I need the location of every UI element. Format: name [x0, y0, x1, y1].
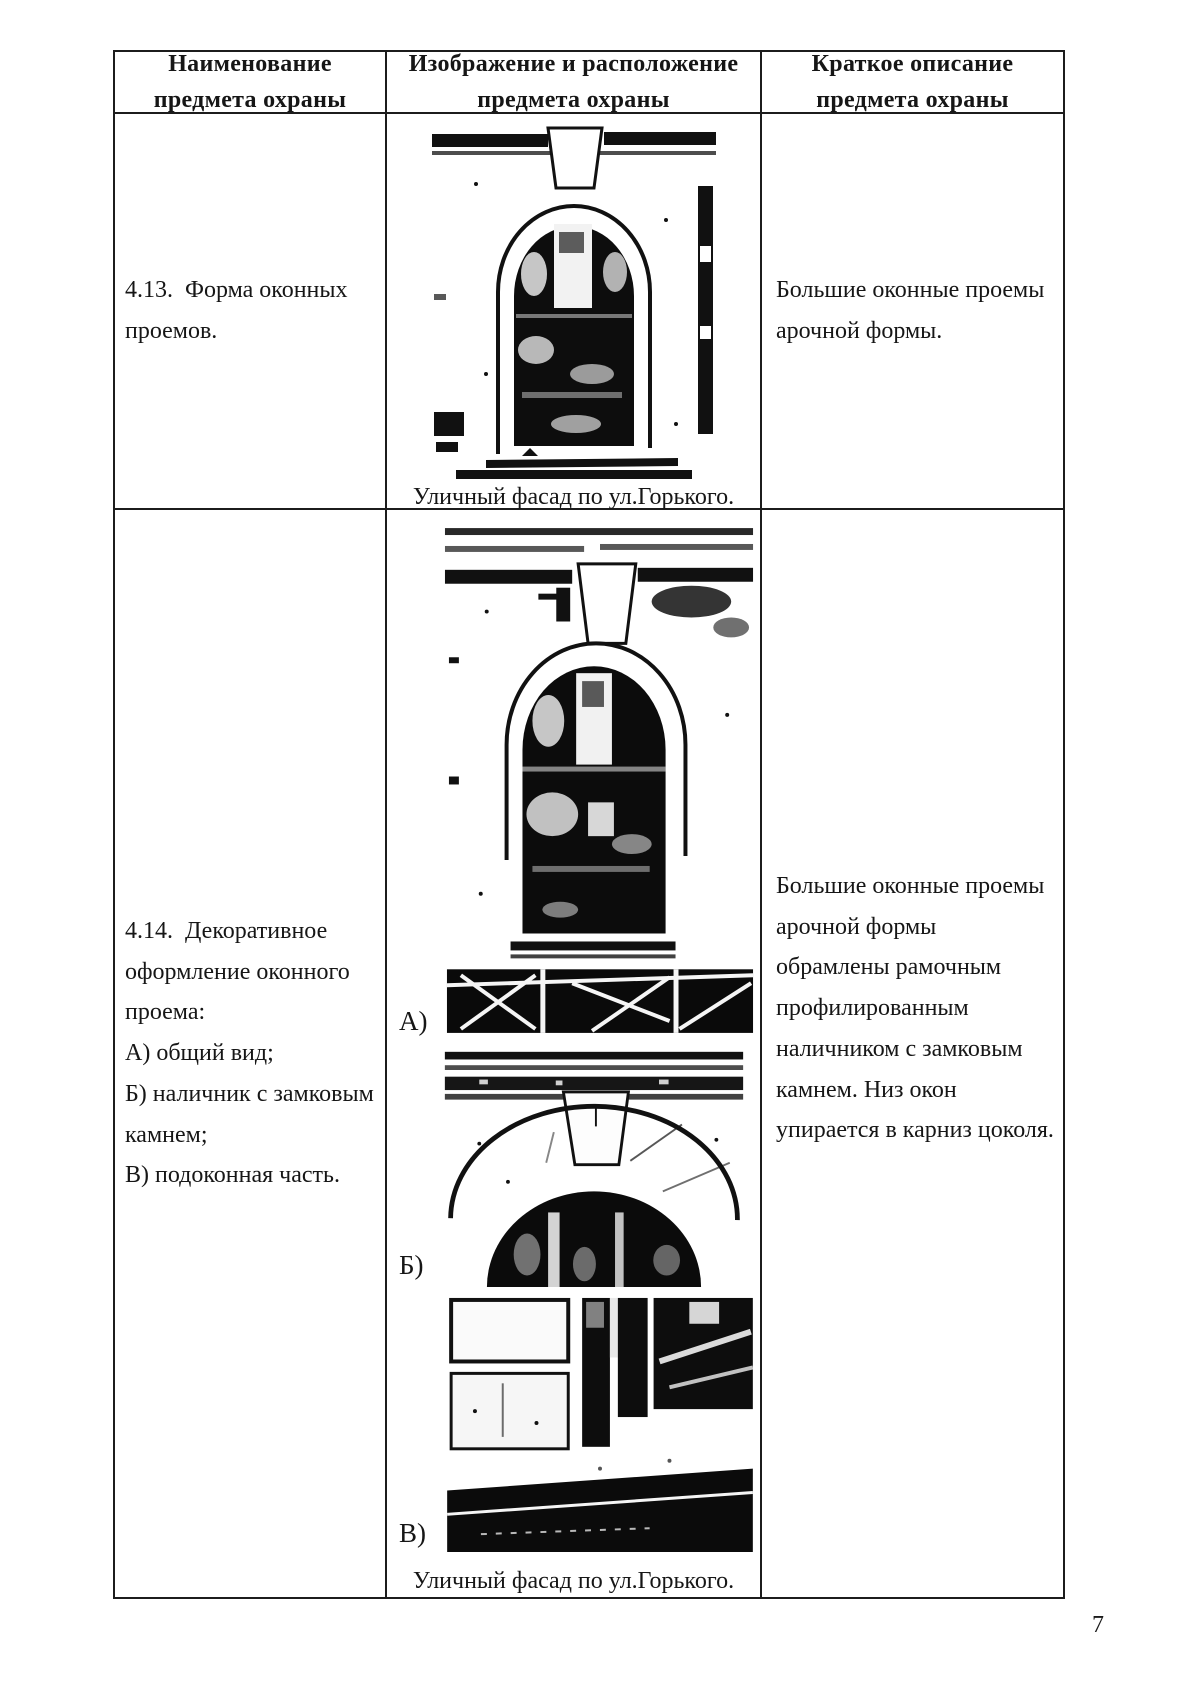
item-413-name-cell: 4.13. Форма оконных проемов. [115, 114, 387, 510]
figure-a-row: А) [387, 516, 760, 1043]
protection-items-table: Наименование предмета охраны Изображение… [113, 50, 1065, 1599]
keystone-architrave-photo [441, 1048, 747, 1287]
item-414-subitem-b: Б) наличник с замковым камнем; [125, 1080, 380, 1148]
item-414-name-cell: 4.14. Декоративное оформление оконного п… [115, 510, 387, 1599]
header-line: Краткое описание [811, 51, 1014, 77]
photo-caption: Уличный фасад по ул.Горького. [412, 1568, 735, 1594]
item-413-description-cell: Большие оконные проемы арочной формы. [762, 114, 1065, 510]
item-414-image-cell: А) [387, 510, 762, 1599]
col-header-image: Изображение и расположение предмета охра… [387, 51, 762, 114]
header-line: предмета охраны [816, 87, 1009, 113]
figure-v-row: В) [387, 1292, 760, 1555]
item-414-description-cell: Большие оконные проемы арочной формы обр… [762, 510, 1065, 1599]
window-general-view-photo [441, 516, 759, 1043]
figure-a-label: А) [399, 1006, 428, 1036]
item-414-subitem-v: В) подоконная часть. [125, 1162, 340, 1189]
page-number: 7 [1092, 1612, 1104, 1638]
arched-window-photo [425, 124, 722, 484]
item-414-title: 4.14. Декоративное оформление оконного п… [125, 917, 356, 1026]
item-413-description: Большие оконные проемы арочной формы. [776, 277, 1045, 344]
figure-v-label: В) [399, 1518, 426, 1548]
figure-b-row: Б) [387, 1048, 760, 1287]
col-header-description: Краткое описание предмета охраны [762, 51, 1065, 114]
header-line: Изображение и расположение [408, 51, 739, 77]
photo-caption: Уличный фасад по ул.Горького. [412, 484, 735, 510]
header-line: предмета охраны [477, 87, 670, 113]
col-header-name: Наименование предмета охраны [115, 51, 387, 114]
item-414-subitem-a: А) общий вид; [125, 1040, 274, 1067]
header-line: Наименование [168, 51, 332, 77]
figure-b-label: Б) [399, 1250, 424, 1280]
item-413-title: 4.13. Форма оконных проемов. [125, 277, 354, 344]
window-sill-photo [441, 1292, 759, 1555]
item-413-image-cell: Уличный фасад по ул.Горького. [387, 114, 762, 510]
header-line: предмета охраны [153, 87, 347, 113]
item-414-description: Большие оконные проемы арочной формы обр… [776, 872, 1054, 1144]
